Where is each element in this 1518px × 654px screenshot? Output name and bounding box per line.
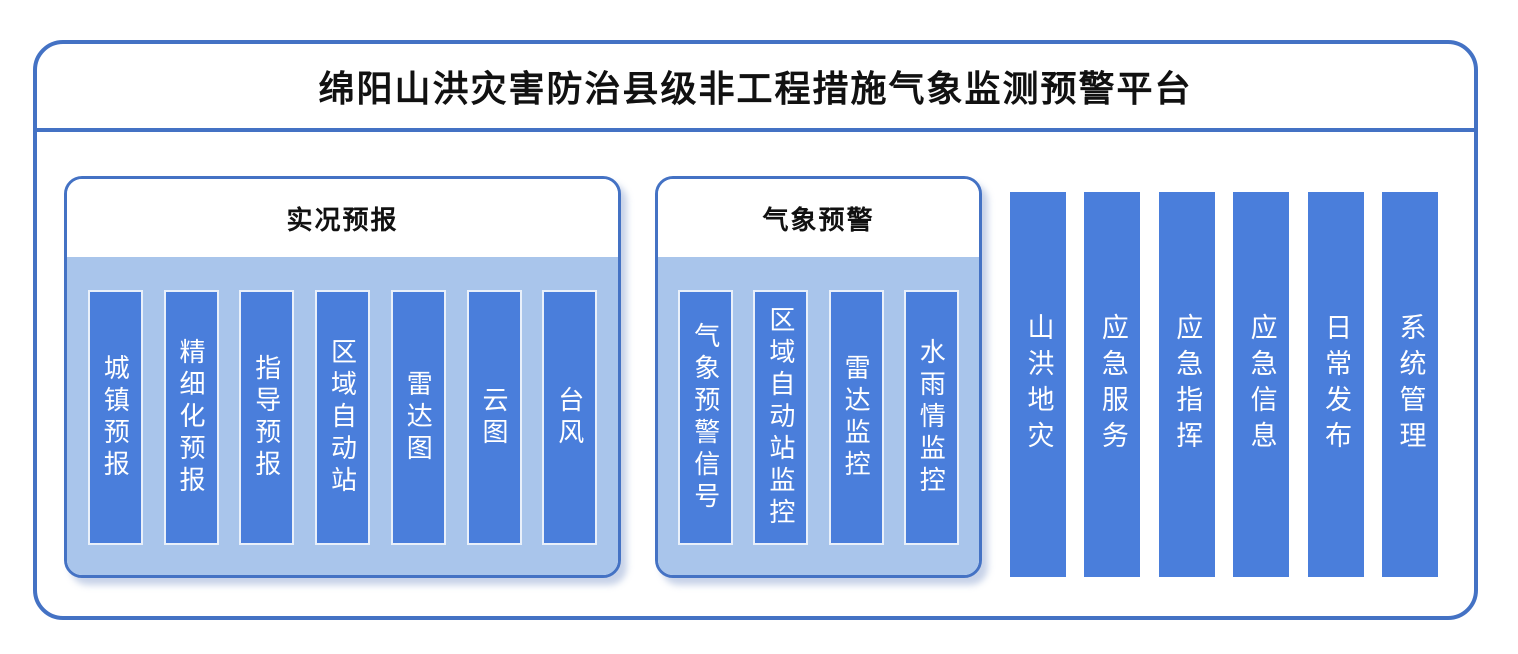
nav-emergency-command-label: 应急指挥 bbox=[1172, 312, 1203, 457]
nav-rain-water-monitor[interactable]: 水雨情监控 bbox=[903, 290, 959, 545]
nav-guidance-forecast[interactable]: 指导预报 bbox=[239, 290, 295, 545]
nav-regional-auto-station-monitor[interactable]: 区域自动站监控 bbox=[753, 290, 809, 545]
nav-typhoon[interactable]: 台风 bbox=[542, 290, 598, 545]
nav-emergency-service-label: 应急服务 bbox=[1097, 312, 1128, 457]
nav-rain-water-monitor-label: 水雨情监控 bbox=[916, 337, 947, 498]
group-header-live-forecast: 实况预报 bbox=[67, 179, 618, 257]
nav-daily-release[interactable]: 日常发布 bbox=[1307, 192, 1364, 577]
nav-town-forecast[interactable]: 城镇预报 bbox=[87, 290, 143, 545]
nav-refined-forecast[interactable]: 精细化预报 bbox=[163, 290, 219, 545]
page-title: 绵阳山洪灾害防治县级非工程措施气象监测预警平台 bbox=[318, 68, 1193, 109]
nav-town-forecast-label: 城镇预报 bbox=[100, 353, 131, 482]
group-title-weather-warning: 气象预警 bbox=[762, 204, 875, 235]
nav-regional-auto-station[interactable]: 区域自动站 bbox=[315, 290, 370, 545]
nav-cloud-image-label: 云图 bbox=[479, 385, 509, 450]
nav-cloud-image[interactable]: 云图 bbox=[466, 290, 522, 545]
nav-daily-release-label: 日常发布 bbox=[1321, 312, 1352, 457]
group-title-live-forecast: 实况预报 bbox=[286, 204, 399, 235]
group-panel-weather-warning: 气象预警 气象预警信号 区域自动站监控 雷达监控 水雨情监控 bbox=[655, 176, 982, 578]
nav-radar-monitor-label: 雷达监控 bbox=[841, 353, 872, 482]
frame-header: 绵阳山洪灾害防治县级非工程措施气象监测预警平台 bbox=[37, 44, 1474, 132]
nav-refined-forecast-label: 精细化预报 bbox=[176, 337, 206, 498]
nav-flood-geohazard[interactable]: 山洪地灾 bbox=[1010, 192, 1066, 577]
nav-system-management-label: 系统管理 bbox=[1395, 312, 1426, 457]
nav-typhoon-label: 台风 bbox=[554, 385, 585, 450]
group-panel-live-forecast: 实况预报 城镇预报 精细化预报 指导预报 区域自动站 雷达图 云图 台风 bbox=[64, 176, 621, 578]
nav-weather-warning-signal[interactable]: 气象预警信号 bbox=[678, 290, 734, 545]
nav-flood-geohazard-label: 山洪地灾 bbox=[1023, 312, 1054, 457]
nav-emergency-info-label: 应急信息 bbox=[1246, 312, 1277, 457]
nav-guidance-forecast-label: 指导预报 bbox=[251, 353, 282, 482]
nav-regional-auto-station-label: 区域自动站 bbox=[327, 337, 358, 498]
nav-emergency-info[interactable]: 应急信息 bbox=[1233, 192, 1290, 577]
pillar-nav: 山洪地灾 应急服务 应急指挥 应急信息 日常发布 系统管理 bbox=[1010, 192, 1438, 577]
nav-system-management[interactable]: 系统管理 bbox=[1381, 192, 1438, 577]
nav-radar-image[interactable]: 雷达图 bbox=[390, 290, 446, 545]
nav-emergency-service[interactable]: 应急服务 bbox=[1084, 192, 1141, 577]
nav-weather-warning-signal-label: 气象预警信号 bbox=[690, 321, 721, 514]
group-header-weather-warning: 气象预警 bbox=[658, 179, 979, 257]
group-body-weather-warning: 气象预警信号 区域自动站监控 雷达监控 水雨情监控 bbox=[658, 257, 979, 575]
group-body-live-forecast: 城镇预报 精细化预报 指导预报 区域自动站 雷达图 云图 台风 bbox=[67, 257, 618, 575]
nav-regional-auto-station-monitor-label: 区域自动站监控 bbox=[765, 305, 796, 530]
nav-radar-image-label: 雷达图 bbox=[403, 369, 434, 466]
nav-radar-monitor[interactable]: 雷达监控 bbox=[828, 290, 884, 545]
nav-emergency-command[interactable]: 应急指挥 bbox=[1158, 192, 1215, 577]
